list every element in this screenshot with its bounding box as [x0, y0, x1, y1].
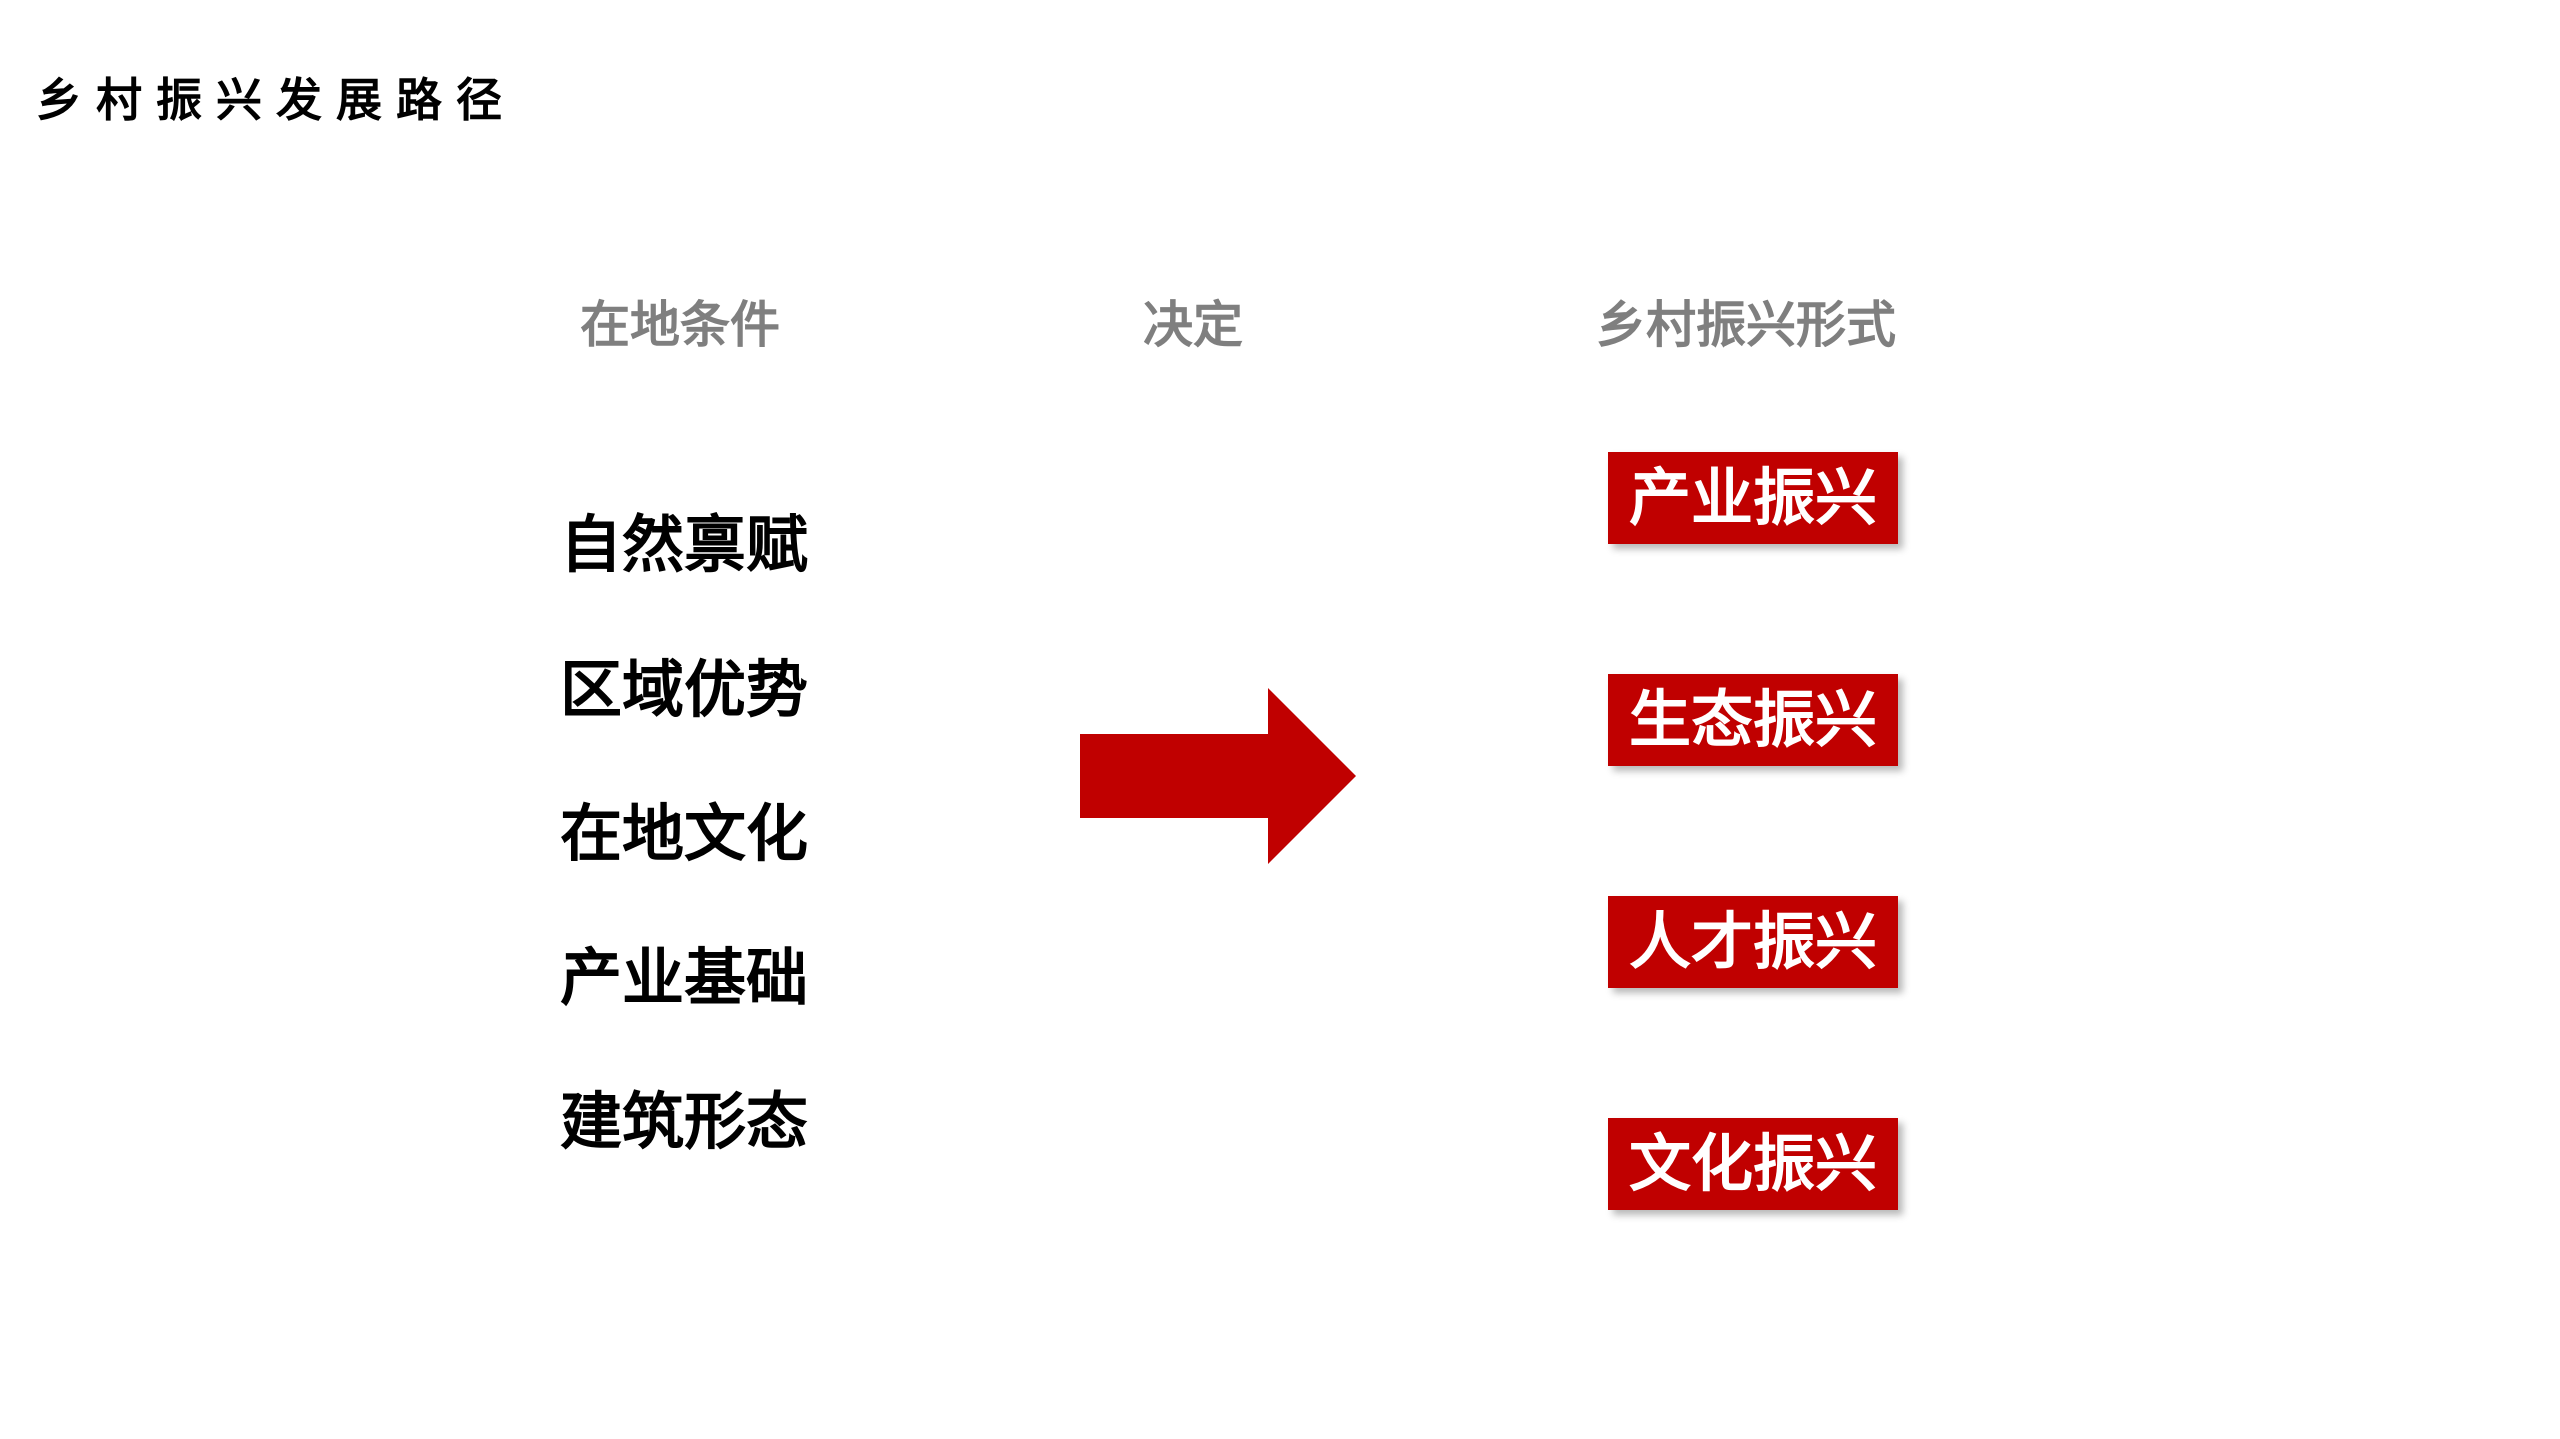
condition-industrial-base: 产业基础 [560, 941, 809, 1014]
right-arrow-icon [1080, 688, 1356, 864]
form-talent-revitalization: 人才振兴 [1608, 896, 1898, 988]
header-local-conditions: 在地条件 [580, 296, 780, 354]
form-ecology-revitalization: 生态振兴 [1608, 674, 1898, 766]
header-revitalization-forms: 乡村振兴形式 [1596, 296, 1896, 354]
form-industry-revitalization: 产业振兴 [1608, 452, 1898, 544]
condition-regional-advantage: 区域优势 [560, 653, 809, 726]
header-determines: 决定 [1143, 296, 1243, 354]
condition-local-culture: 在地文化 [560, 797, 809, 870]
condition-natural-endowment: 自然禀赋 [560, 508, 809, 581]
page-title: 乡村振兴发展路径 [36, 73, 516, 127]
condition-architectural-form: 建筑形态 [560, 1085, 809, 1158]
form-culture-revitalization: 文化振兴 [1608, 1118, 1898, 1210]
